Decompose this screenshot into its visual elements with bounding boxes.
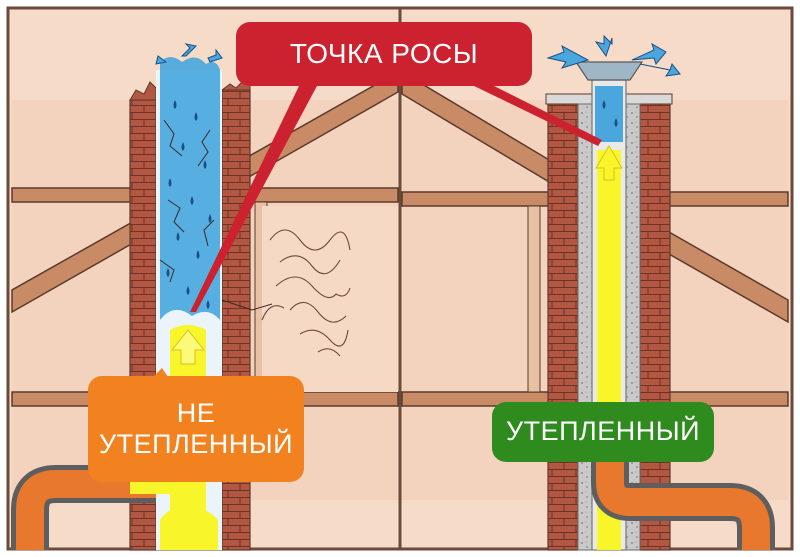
left-cracks <box>159 119 273 311</box>
right-chimney-wall-right <box>639 99 671 551</box>
left-flue-pipe <box>11 465 190 550</box>
right-flue-pipe <box>591 462 775 550</box>
insulated-label: УТЕПЛЕННЫЙ <box>492 402 714 462</box>
left-inner-wall-right <box>262 206 398 392</box>
left-exit-arrow-icon <box>155 43 223 65</box>
droplet-icon <box>602 100 618 127</box>
right-post <box>527 205 541 393</box>
right-exit-arrow-icon <box>546 34 681 77</box>
droplet-icon <box>166 100 212 309</box>
not-insulated-label: НЕ УТЕПЛЕННЫЙ <box>88 376 304 482</box>
right-liner-cap <box>574 61 644 81</box>
right-condensate-zone <box>595 86 623 142</box>
left-hot-air-arrow-icon <box>170 329 206 365</box>
right-chimney-wall-left <box>547 99 579 551</box>
dew-point-pointers <box>190 84 602 312</box>
dew-point-label: ТОЧКА РОСЫ <box>236 22 532 86</box>
smoke-swirls <box>261 229 351 357</box>
right-hot-air-arrow-icon <box>595 145 623 181</box>
not-insulated-label-line1: НЕ <box>176 397 216 428</box>
not-insulated-label-line2: УТЕПЛЕННЫЙ <box>98 429 294 459</box>
right-panel <box>401 34 789 551</box>
left-condensate-zone <box>160 57 220 320</box>
